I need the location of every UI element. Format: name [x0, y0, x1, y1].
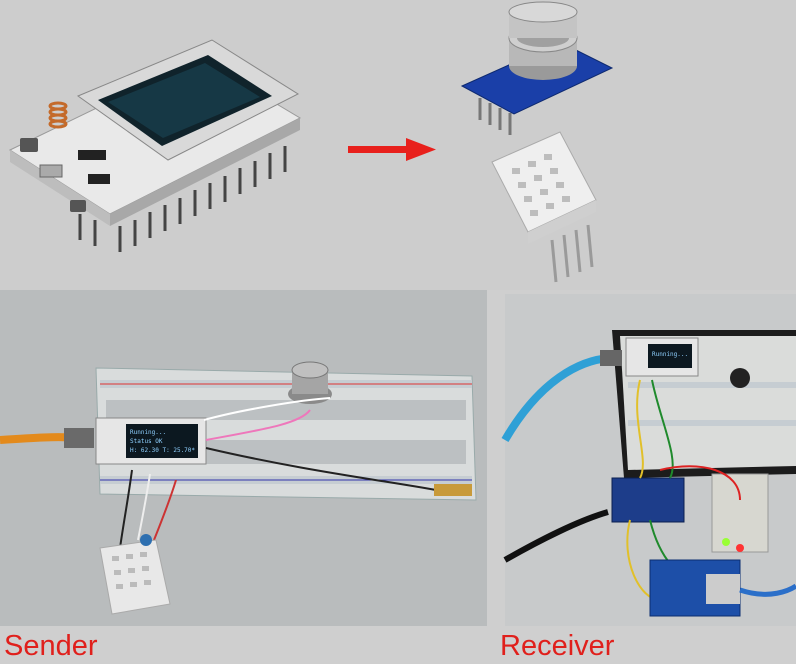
- receiver-oled-line-1: Running...: [652, 351, 688, 358]
- right-arrow-icon: [348, 138, 436, 161]
- gas-sensor-module-icon: [460, 1, 614, 135]
- receiver-photo: [501, 294, 796, 626]
- receiver-caption: Receiver: [500, 630, 615, 662]
- sender-caption: Sender: [4, 630, 98, 662]
- dht22-sensor-icon: [491, 131, 597, 283]
- sender-oled-line-3: H: 62.30 T: 25.70*: [130, 447, 195, 454]
- sender-oled-line-1: Running...: [130, 429, 166, 436]
- sender-photo: [0, 290, 487, 626]
- esp32-lora-oled-board-icon: [8, 39, 302, 252]
- sender-oled-screen: Running... Status OK H: 62.30 T: 25.70*: [130, 429, 195, 454]
- sender-oled-line-2: Status OK: [130, 438, 163, 445]
